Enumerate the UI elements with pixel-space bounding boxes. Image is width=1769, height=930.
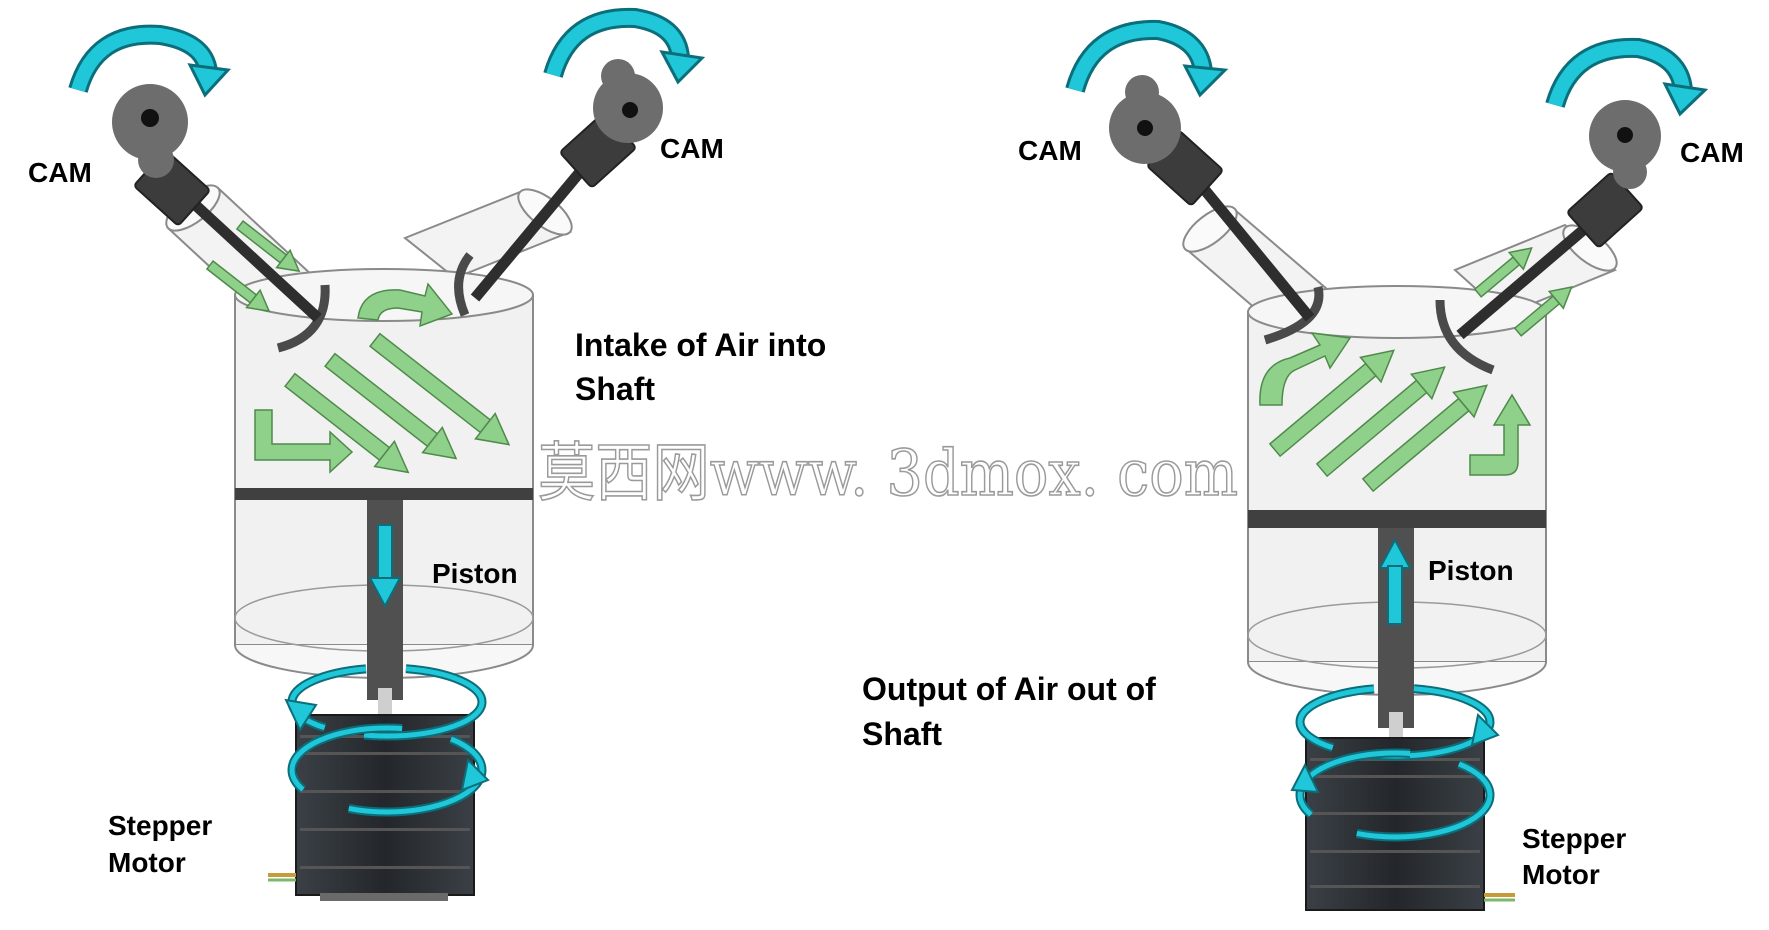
right-engine-right-cam-rotation-arrow (1545, 37, 1709, 117)
left-engine-left-cam (112, 84, 188, 178)
airflow-arrow (369, 332, 511, 446)
right-engine-caption-line1: Output of Air out of (862, 671, 1156, 707)
airflow-arrow (357, 282, 454, 328)
airflow-arrow (254, 409, 354, 474)
left-engine: CAM CAM Intake of Air into Shaft Piston … (28, 7, 826, 901)
watermark-text: 莫西网www. 3dmox. com (538, 437, 1238, 511)
airflow-arrow (205, 260, 271, 313)
airflow-arrow (324, 352, 458, 460)
left-engine-right-cam-rotation-arrow (543, 7, 706, 85)
left-engine-piston-down-arrow (368, 524, 402, 609)
right-engine-right-valve (1456, 172, 1643, 340)
right-engine-left-cam-rotation-arrow (1065, 19, 1229, 98)
left-engine-caption-line1: Intake of Air into (575, 327, 826, 363)
right-engine: CAM CAM Output of Air out of Shaft Pisto… (862, 19, 1744, 911)
right-engine-piston-head (1248, 510, 1546, 528)
left-engine-motor-label-line1: Stepper (108, 810, 212, 841)
left-engine-left-cam-label: CAM (28, 157, 92, 188)
airflow-arrow (1268, 349, 1395, 458)
left-engine-caption-line2: Shaft (575, 371, 655, 407)
right-engine-motor-rotation-arrows (1290, 683, 1500, 842)
airflow-arrow (1361, 384, 1488, 493)
airflow-arrow (1259, 332, 1352, 406)
left-engine-airflow-arrows (205, 220, 511, 474)
airflow-arrow (1315, 366, 1446, 478)
airflow-arrow (1469, 393, 1532, 476)
left-engine-right-valve-head (454, 252, 474, 317)
left-engine-right-cam-label: CAM (660, 133, 724, 164)
right-engine-right-cam (1589, 100, 1661, 189)
right-engine-motor-label-line2: Motor (1522, 859, 1600, 890)
left-engine-left-cam-rotation-arrow (68, 24, 232, 98)
right-engine-left-cam (1109, 75, 1181, 164)
airflow-arrow (284, 372, 410, 474)
left-engine-right-valve-tube (403, 188, 573, 280)
right-engine-motor-label-line1: Stepper (1522, 823, 1626, 854)
left-engine-right-cam (593, 59, 663, 143)
left-engine-left-valve-head (276, 284, 330, 353)
right-engine-airflow-arrows (1259, 247, 1573, 493)
airflow-arrow (1513, 286, 1573, 337)
airflow-arrow (235, 220, 301, 273)
right-engine-right-cam-label: CAM (1680, 137, 1744, 168)
left-engine-piston-head (235, 488, 533, 500)
right-engine-caption-line2: Shaft (862, 716, 942, 752)
right-engine-right-valve-head (1435, 299, 1495, 375)
left-engine-motor-rotation-arrows (284, 663, 490, 817)
left-engine-piston-label: Piston (432, 558, 518, 589)
airflow-arrow (1473, 247, 1533, 298)
right-engine-piston-up-arrow (1378, 537, 1412, 625)
right-engine-left-cam-label: CAM (1018, 135, 1082, 166)
right-engine-left-valve (1147, 130, 1315, 322)
right-engine-piston-label: Piston (1428, 555, 1514, 586)
left-engine-motor-label-line2: Motor (108, 847, 186, 878)
